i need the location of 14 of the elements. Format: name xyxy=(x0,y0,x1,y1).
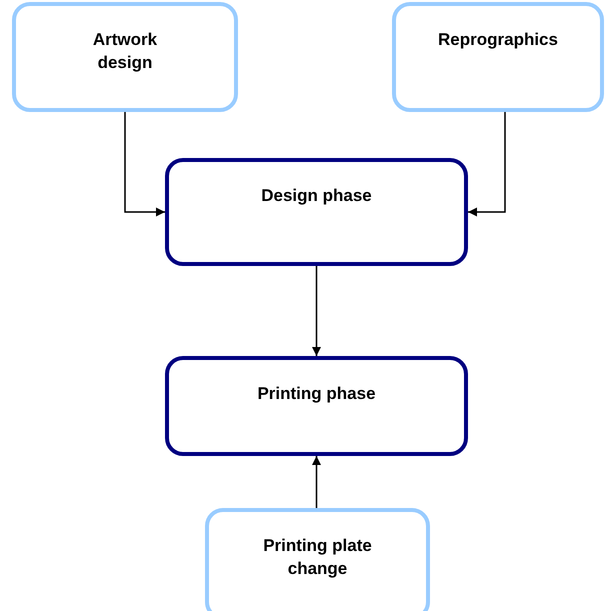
box-label: Design phase xyxy=(261,185,372,207)
phase-box xyxy=(165,158,468,266)
arrow xyxy=(312,266,321,356)
box-label: Artwork design xyxy=(92,29,158,74)
input-box xyxy=(205,508,430,611)
box-label: Printing plate change xyxy=(262,535,373,580)
box-label: Printing phase xyxy=(257,383,376,405)
input-box xyxy=(12,2,238,112)
arrow xyxy=(468,112,506,216)
arrow xyxy=(124,112,165,216)
arrow xyxy=(312,456,321,508)
box-label: Reprographics xyxy=(438,29,558,51)
phase-box xyxy=(165,356,468,456)
input-box xyxy=(392,2,604,112)
